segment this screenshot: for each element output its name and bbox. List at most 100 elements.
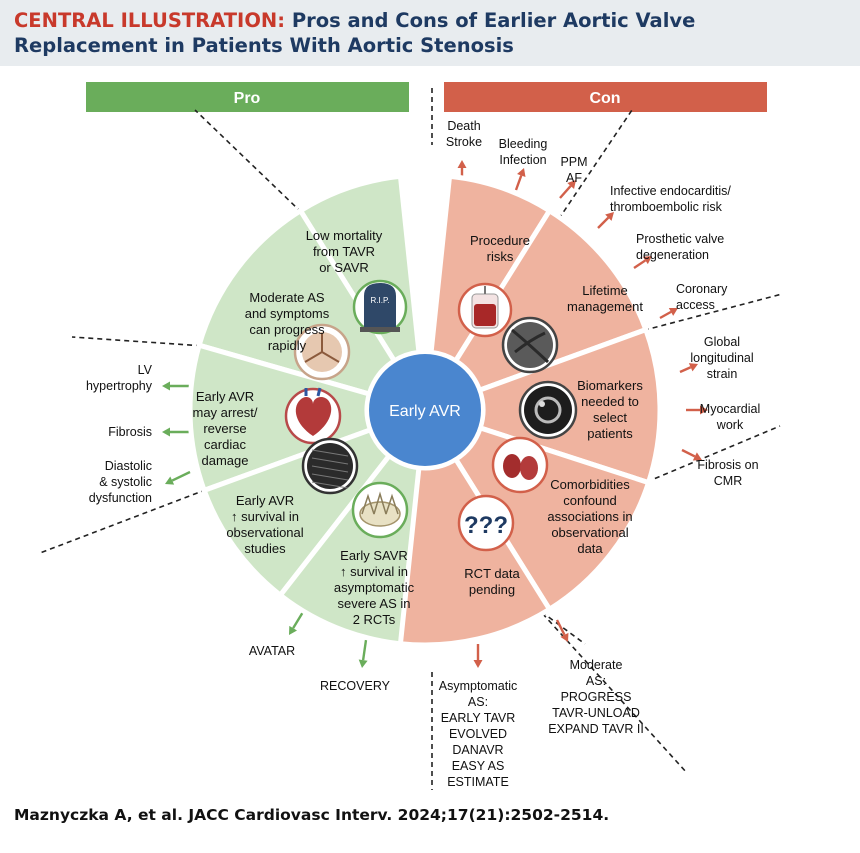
con-outcome-arrow-5-shaft [659,310,672,320]
pro-segment-text-line: Early SAVR [340,548,408,563]
con-outcome-arrow-4-head [642,256,652,265]
pro-outcome: Fibrosis [108,425,152,439]
con-segment-text-line: management [567,299,643,314]
con-outcome-arrow-7-head [700,405,708,415]
mesh-line [311,465,349,473]
valve-leaflets [304,333,340,363]
aortic-valve-icon [293,323,351,381]
con-outcome-arrow-6-head [688,363,698,372]
con-outcome: Infective endocarditis/thromboembolic ri… [610,184,731,214]
con-trial-line: Asymptomatic [439,679,518,693]
con-segment-text-line: confound [563,493,617,508]
con-outcome-line: Bleeding [499,137,548,151]
con-segment-text-line: risks [487,249,514,264]
con-outcome-line: Prosthetic valve [636,232,724,246]
heart-vessels [304,387,322,397]
con-outcome-arrow-8 [681,448,702,461]
con-trial-line: AS: [468,695,488,709]
con-segment-4 [397,455,553,648]
pro-trial-arrow-1-shaft [361,639,368,661]
bag-blood [474,304,496,326]
tombstone-base [360,327,400,332]
con-trial-line: DANAVR [452,743,503,757]
mesh-line [311,473,349,481]
con-segment-text-line: select [593,410,627,425]
blood-bag-icon [457,282,513,338]
title-line-2: Replacement in Patients With Aortic Sten… [14,34,514,57]
con-outcome-line: AF [566,171,582,185]
con-outcome-line: CMR [714,474,742,488]
pro-trial-arrow-0-shaft [292,611,305,629]
pro-trial-line: AVATAR [249,644,295,658]
con-segment-text-line: associations in [547,509,632,524]
divider-4 [557,109,633,220]
pro-outcome-line: dysfunction [89,491,152,505]
pro-outcome-arrow-2 [165,470,191,485]
con-outcome-line: work [716,418,744,432]
page-title: CENTRAL ILLUSTRATION: Pros and Cons of E… [14,8,695,58]
pro-trial: RECOVERY [320,679,391,693]
con-outcome-arrow-4 [633,256,652,269]
pro-segment-text-line: 2 RCTs [353,612,396,627]
question-text: ??? [464,512,508,539]
divider-0 [194,109,303,213]
valve-struts [361,491,399,515]
con-trial-line: EASY AS [452,759,505,773]
pro-segment-text-line: damage [202,453,249,468]
con-outcome-arrow-4-shaft [633,259,647,269]
con-trial-line: EVOLVED [449,727,507,741]
ct-ring [534,396,562,424]
organ-left [503,454,521,478]
con-outcome-line: Coronary [676,282,728,296]
heart-icon [284,387,342,445]
pro-segment-text-line: observational [226,525,303,540]
divider-1 [71,336,202,347]
pro-outcome-arrow-0 [162,381,190,391]
pro-trial-arrow-0-head [289,625,298,635]
angiogram-icon [501,316,559,374]
pro-outcome-arrow-1 [162,427,190,437]
con-outcome-line: longitudinal [690,351,753,365]
center-label: Early AVR [389,403,461,420]
pro-segment-text-line: Moderate AS [249,290,324,305]
con-segment-text-line: needed to [581,394,639,409]
con-outcome-arrow-8-shaft [681,448,696,458]
divider-7 [541,611,586,645]
mesh-line [311,457,349,465]
pro-outcome-line: LV [138,363,153,377]
pro-label: Pro [234,90,261,107]
question-icon: ??? [457,494,515,552]
con-outcome-arrow-1-head [517,168,526,178]
pro-trial-arrow-1-head [358,659,368,668]
citation: Maznyczka A, et al. JACC Cardiovasc Inte… [14,806,610,824]
pro-segment-text-line: and symptoms [245,306,330,321]
con-trial-arrow-0-head [473,660,483,668]
pro-trial-line: RECOVERY [320,679,391,693]
pro-segment-text-line: asymptomatic [334,580,415,595]
pro-segment-text-line: severe AS in [338,596,411,611]
divider-2 [39,488,207,554]
divider-5 [643,293,783,332]
pro-outcome-arrow-1-head [162,427,170,437]
con-outcome-arrow-2 [559,180,576,199]
con-trial-line: Moderate [570,658,623,672]
con-outcome-line: Fibrosis on [697,458,758,472]
ct-spot [539,401,545,407]
pro-trial-arrow-1 [358,639,368,668]
pro-trial: AVATAR [249,644,295,658]
organ-right [520,456,538,480]
pro-segment-2 [187,342,374,494]
